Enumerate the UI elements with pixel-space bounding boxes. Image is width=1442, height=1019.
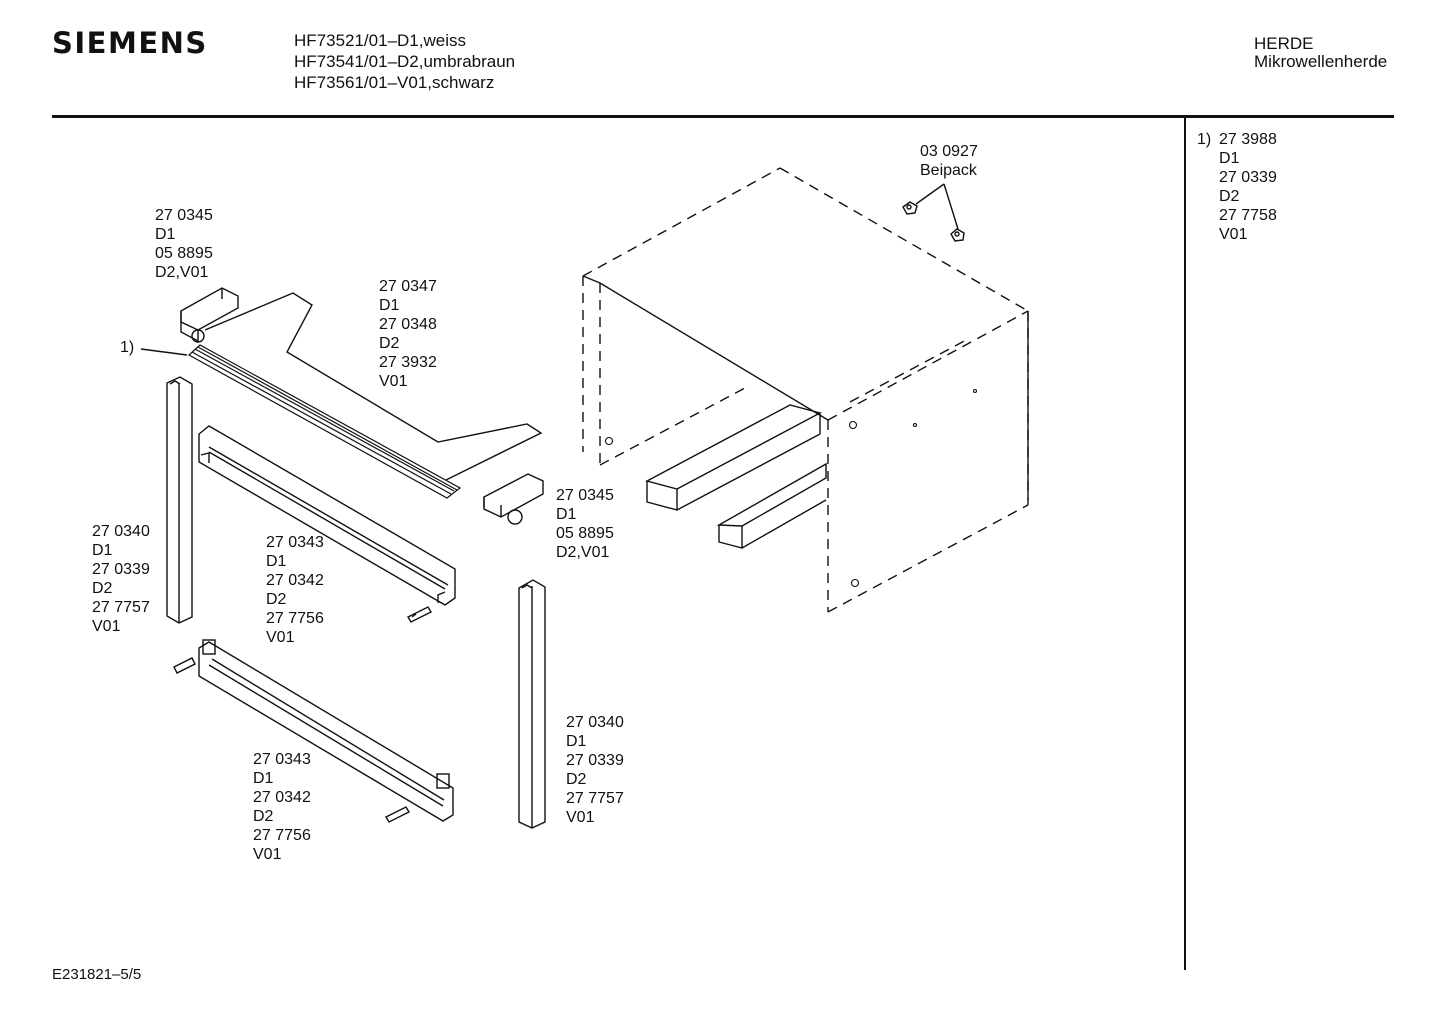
callout-line: 27 0343	[266, 534, 324, 551]
footnote-list: 27 3988 D1 27 0339 D2 27 7758 V01	[1219, 130, 1277, 244]
footnote-line: D1	[1219, 150, 1240, 167]
footnote-line: 27 7758	[1219, 207, 1277, 224]
category-line: HERDE	[1254, 34, 1314, 53]
cabinet-edges	[582, 275, 1029, 500]
callout-strip-ref: 1)	[120, 339, 135, 356]
category-line: Mikrowellenherde	[1254, 52, 1388, 71]
callout-line: D2	[379, 335, 400, 352]
callout-line: 27 0348	[379, 316, 437, 333]
callout-line: Beipack	[920, 162, 977, 179]
callout-line: 27 0339	[566, 752, 624, 769]
trim-frame	[204, 292, 543, 481]
callout-line: D1	[155, 226, 176, 243]
callout-line: 27 0345	[556, 487, 614, 504]
callout-line: V01	[253, 846, 282, 863]
callout-line: 05 8895	[155, 245, 213, 262]
callout-rail-lower: 27 0343 D1 27 0342 D2 27 7756 V01	[253, 750, 311, 864]
callout-line: D2	[266, 591, 287, 608]
callout-line: 27 0347	[379, 278, 437, 295]
upper-rail-screw	[407, 606, 432, 623]
callout-line: 27 0342	[253, 789, 311, 806]
cabinet-housing	[582, 167, 1029, 613]
lower-rail	[198, 639, 454, 822]
callout-line: 27 0340	[92, 523, 150, 540]
callout-line: 03 0927	[920, 143, 978, 160]
callout-line: V01	[92, 618, 121, 635]
cabinet-screw-holes	[604, 388, 978, 588]
callout-line: 27 7757	[92, 599, 150, 616]
callout-line: D2	[566, 771, 587, 788]
lower-rail-screw-right	[385, 806, 410, 823]
callout-line: V01	[266, 629, 295, 646]
callout-post-right: 27 0340 D1 27 0339 D2 27 7757 V01	[566, 713, 624, 827]
callout-line: 27 7757	[566, 790, 624, 807]
model-line: HF73561/01–V01,schwarz	[294, 73, 495, 92]
callout-line: D1	[556, 506, 577, 523]
footnote-line: 27 0339	[1219, 169, 1277, 186]
callout-line: D2	[253, 808, 274, 825]
document-id: E231821–5/5	[52, 966, 142, 983]
middle-bracket	[483, 473, 544, 525]
callout-line: V01	[379, 373, 408, 390]
beipack-screws	[902, 183, 965, 242]
sidebar-rule	[1184, 118, 1186, 970]
model-line: HF73521/01–D1,weiss	[294, 31, 466, 50]
exploded-view-drawing	[140, 167, 1029, 829]
model-list: HF73521/01–D1,weiss HF73541/01–D2,umbrab…	[294, 30, 515, 93]
lower-rail-screw-left	[173, 657, 196, 674]
callout-line: D2	[92, 580, 113, 597]
callout-line: 27 7756	[266, 610, 324, 627]
model-line: HF73541/01–D2,umbrabraun	[294, 52, 516, 71]
callout-line: D2,V01	[155, 264, 209, 281]
footnote-line: 27 3988	[1219, 131, 1277, 148]
insulation-block-upper	[645, 404, 822, 511]
callout-line: D1	[379, 297, 400, 314]
footnote-line: V01	[1219, 226, 1248, 243]
header-rule	[52, 115, 1394, 118]
callout-beipack: 03 0927 Beipack	[920, 142, 978, 180]
top-bracket	[180, 287, 239, 343]
seal-strip-leader	[140, 348, 188, 356]
callout-bracket-top: 27 0345 D1 05 8895 D2,V01	[155, 206, 213, 282]
callout-line: D1	[253, 770, 274, 787]
left-post	[166, 376, 193, 624]
callout-line: V01	[566, 809, 595, 826]
seal-strip	[187, 344, 462, 499]
callout-line: D1	[266, 553, 287, 570]
footnote-marker: 1)	[1197, 131, 1212, 148]
callout-line: D1	[92, 542, 113, 559]
callout-rail-upper: 27 0343 D1 27 0342 D2 27 7756 V01	[266, 533, 324, 647]
callout-line: 27 7756	[253, 827, 311, 844]
callout-line: 27 0343	[253, 751, 311, 768]
callout-bracket-mid: 27 0345 D1 05 8895 D2,V01	[556, 486, 614, 562]
callout-line: D1	[566, 733, 587, 750]
callout-line: D2,V01	[556, 544, 610, 561]
callout-line: 05 8895	[556, 525, 614, 542]
callout-line: 27 0339	[92, 561, 150, 578]
callout-trim-strip: 27 0347 D1 27 0348 D2 27 3932 V01	[379, 277, 437, 391]
callout-line: 27 0345	[155, 207, 213, 224]
callout-line: 27 0340	[566, 714, 624, 731]
footnote-line: D2	[1219, 188, 1240, 205]
insulation-block-lower	[716, 462, 827, 549]
category: HERDE Mikrowellenherde	[1254, 35, 1387, 71]
callout-line: 27 3932	[379, 354, 437, 371]
callout-post-left: 27 0340 D1 27 0339 D2 27 7757 V01	[92, 522, 150, 636]
upper-rail	[198, 425, 456, 606]
callout-line: 27 0342	[266, 572, 324, 589]
brand-logo: SIEMENS	[52, 26, 208, 60]
right-post	[518, 579, 546, 829]
